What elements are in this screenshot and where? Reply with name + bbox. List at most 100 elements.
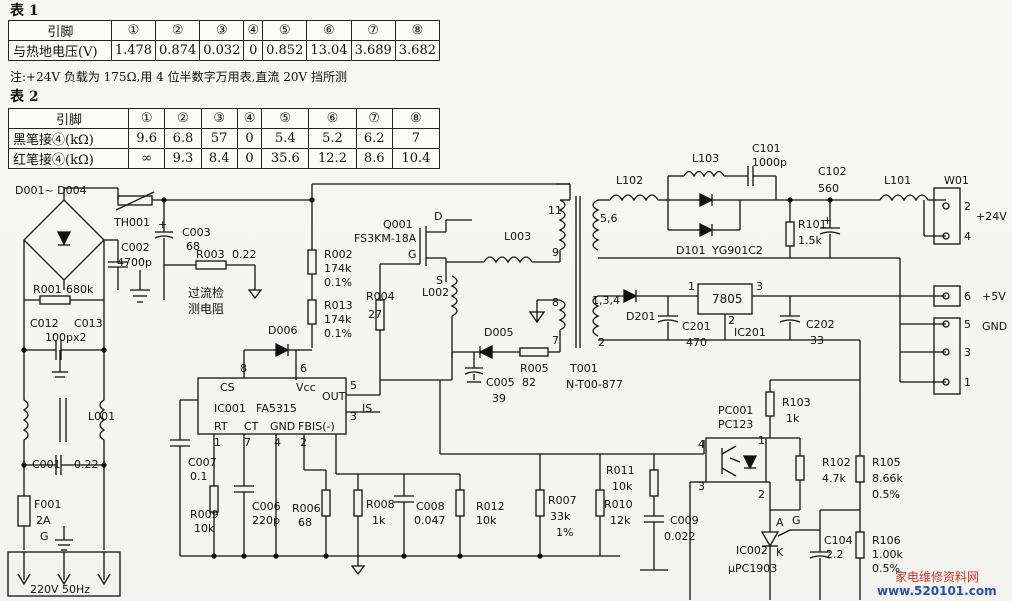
- sense-label-2: 测电阻: [188, 302, 224, 316]
- r010-value: 12k: [610, 514, 631, 527]
- svg-text:8: 8: [240, 362, 247, 375]
- c012-label: C012: [30, 317, 59, 330]
- table-row: 与热地电压(V) 1.478 0.874 0.032 0 0.852 13.04…: [8, 40, 441, 61]
- svg-text:2: 2: [598, 336, 605, 349]
- table2-pin: ②: [164, 108, 202, 129]
- r012-value: 10k: [476, 514, 497, 527]
- pc001-label: PC001: [718, 404, 753, 417]
- svg-text:5: 5: [350, 379, 357, 392]
- r006-label: R006: [292, 502, 321, 515]
- r010-label: R010: [604, 498, 633, 511]
- table2-cell: 8.4: [200, 148, 238, 169]
- table1-pin: ⑧: [394, 20, 441, 41]
- c202-label: C202: [806, 318, 835, 331]
- svg-text:4: 4: [274, 436, 281, 449]
- table-row: 黑笔接④(kΩ) 9.6 6.8 57 0 5.4 5.2 6.2 7: [8, 128, 441, 149]
- t001-part: N-T00-877: [566, 378, 623, 391]
- connector-w01: [933, 187, 961, 245]
- l102-label: L102: [616, 174, 643, 187]
- svg-text:2: 2: [964, 200, 971, 213]
- svg-text:3: 3: [350, 410, 357, 423]
- r004-label: R004: [366, 290, 395, 303]
- svg-text:5,6: 5,6: [600, 212, 618, 225]
- out-24v: +24V: [976, 210, 1007, 223]
- l001-label: L001: [88, 410, 115, 423]
- r011-value: 10k: [612, 480, 633, 493]
- r103-label: R103: [782, 396, 811, 409]
- choke-l001: [22, 398, 106, 442]
- f001-label: F001: [34, 498, 61, 511]
- c002-label: C002: [121, 241, 150, 254]
- l003-label: L003: [504, 230, 531, 243]
- q001-label: Q001: [383, 218, 413, 231]
- table2-row-label: 黑笔接④(kΩ): [8, 128, 129, 149]
- r003-value: 0.22: [232, 248, 257, 261]
- table1-pin: ⑤: [262, 20, 308, 41]
- pin-vcc: Vcc: [296, 381, 316, 394]
- pin-cs: CS: [220, 381, 235, 394]
- r013-tol: 0.1%: [324, 327, 352, 340]
- r105-tol: 0.5%: [872, 488, 900, 501]
- mains-label: 220V 50Hz: [30, 583, 90, 596]
- table1-pin: ③: [199, 20, 245, 41]
- table-row: 引脚 ① ② ③ ④ ⑤ ⑥ ⑦ ⑧: [8, 20, 441, 41]
- r105-label: R105: [872, 456, 901, 469]
- table2-row-label: 红笔接④(kΩ): [8, 148, 129, 169]
- q001-d: D: [434, 210, 442, 223]
- r007-tol: 1%: [556, 526, 573, 539]
- table1-cell: 13.04: [306, 40, 352, 61]
- svg-text:6: 6: [300, 362, 307, 375]
- l103-label: L103: [692, 152, 719, 165]
- transformer-t001: [558, 196, 600, 348]
- r013-value: 174k: [324, 313, 352, 326]
- c101-label: C101: [752, 142, 781, 155]
- table2-cell: 9.6: [127, 128, 166, 149]
- pin-is: IS: [362, 402, 372, 415]
- d006-label: D006: [268, 324, 297, 337]
- c104-label: C104: [824, 534, 853, 547]
- optocoupler-pc001: [705, 437, 767, 483]
- c005-value: 39: [492, 392, 506, 405]
- thermistor-th001: [115, 191, 155, 211]
- c008-label: C008: [416, 500, 445, 513]
- table2: 引脚 ① ② ③ ④ ⑤ ⑥ ⑦ ⑧ 黑笔接④(kΩ) 9.6 6.8 57 0…: [8, 108, 441, 169]
- table2-cell: 6.8: [164, 128, 202, 149]
- c013-label: C013: [74, 317, 103, 330]
- q001-g: G: [408, 248, 417, 261]
- r001-label: R001: [33, 283, 62, 296]
- svg-text:2: 2: [728, 314, 735, 327]
- table2-cell: 6.2: [355, 128, 393, 149]
- r106-value: 1.00k: [872, 548, 903, 561]
- sense-label-1: 过流检: [188, 285, 224, 300]
- table2-cell: 0: [236, 128, 263, 149]
- c001-label: C001: [32, 458, 61, 471]
- w01-label: W01: [944, 174, 969, 187]
- svg-text:3: 3: [756, 280, 763, 293]
- table2-pin: ④: [236, 108, 263, 129]
- f001-value: 2A: [36, 514, 51, 527]
- table1-pin: ⑥: [306, 20, 352, 41]
- c007-label: C007: [188, 456, 217, 469]
- svg-text:7: 7: [244, 436, 251, 449]
- svg-text:4: 4: [698, 438, 705, 451]
- pin-gnd: GND: [270, 420, 295, 433]
- table2-cell: ∞: [127, 148, 166, 169]
- ref-k: K: [776, 546, 784, 559]
- r102-label: R102: [822, 456, 851, 469]
- svg-text:7: 7: [552, 334, 559, 347]
- table2-cell: 35.6: [261, 148, 310, 169]
- table1-pin: ②: [155, 20, 201, 41]
- g-label: G: [40, 530, 49, 543]
- c201-value: 470: [686, 336, 707, 349]
- bridge-label: D001~ D004: [15, 184, 87, 197]
- table-row: 引脚 ① ② ③ ④ ⑤ ⑥ ⑦ ⑧: [8, 108, 441, 129]
- table1-row-label: 与热地电压(V): [8, 40, 112, 61]
- th001-label: TH001: [113, 216, 150, 229]
- table2-cell: 0: [236, 148, 263, 169]
- table1-cell: 0: [243, 40, 264, 61]
- r101-label: R101: [798, 218, 827, 231]
- svg-text:4: 4: [964, 230, 971, 243]
- t001-label: T001: [569, 362, 598, 375]
